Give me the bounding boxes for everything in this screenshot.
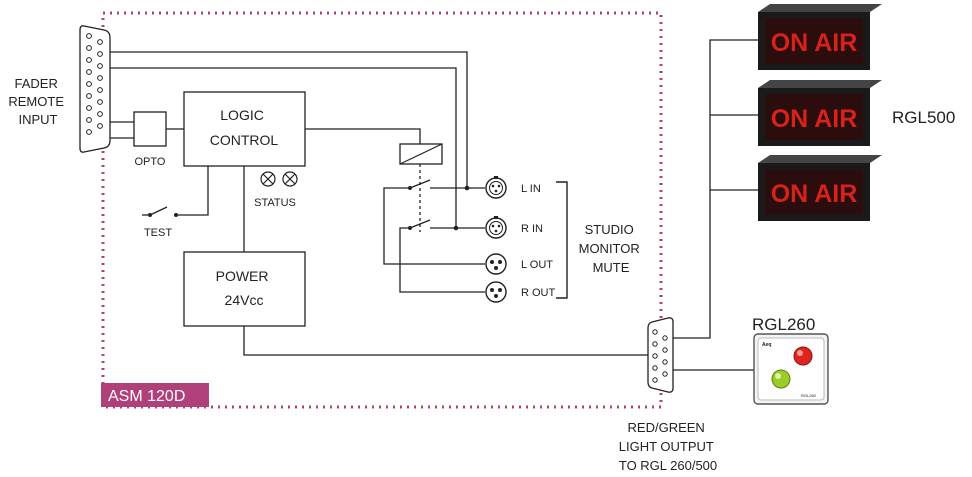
opto-box	[133, 111, 167, 147]
device-boundary	[101, 11, 663, 409]
panel-model: RGL260	[801, 393, 817, 398]
logic-control-label: LOGIC CONTROL	[210, 107, 279, 148]
r-out-label: R OUT	[521, 287, 556, 299]
wiring	[110, 39, 758, 371]
on-air-sign-1: ON AIR	[758, 4, 882, 70]
panel-brand: Aeq	[762, 342, 771, 348]
l-in-label: L IN	[521, 183, 541, 195]
logic-control-box	[183, 91, 306, 167]
fader-remote-input-label: FADER REMOTE INPUT	[8, 76, 67, 127]
l-out-label: L OUT	[521, 259, 553, 271]
on-air-text-3: ON AIR	[771, 180, 858, 208]
xlr-l-out	[485, 253, 507, 275]
power-box	[183, 251, 306, 327]
on-air-text-2: ON AIR	[771, 105, 858, 133]
on-air-sign-2: ON AIR	[758, 80, 882, 146]
studio-monitor-mute-label: STUDIO MONITOR MUTE	[579, 222, 644, 275]
xlr-r-in	[485, 216, 507, 239]
light-output-label: RED/GREEN LIGHT OUTPUT TO RGL 260/500	[619, 420, 718, 473]
monitor-bracket	[556, 181, 568, 299]
device-name: ASM 120D	[108, 388, 185, 405]
rgl500-label: RGL500	[892, 108, 955, 127]
power-label: POWER 24Vcc	[216, 268, 273, 308]
rgl260-panel: Aeq RGL260	[753, 333, 829, 405]
xlr-l-in	[485, 176, 507, 199]
light-output-connector	[647, 317, 674, 393]
xlr-r-out	[485, 281, 507, 303]
fader-remote-connector	[79, 25, 111, 153]
r-in-label: R IN	[521, 223, 543, 235]
test-switch	[149, 206, 168, 216]
test-label: TEST	[144, 227, 172, 239]
on-air-text-1: ON AIR	[771, 29, 858, 57]
junctions	[408, 185, 470, 231]
status-lamps	[260, 171, 298, 187]
status-label: STATUS	[254, 197, 296, 209]
rgl260-label: RGL260	[752, 315, 815, 334]
opto-label: OPTO	[135, 156, 166, 168]
relay-switches	[409, 179, 431, 229]
device-badge	[101, 383, 209, 407]
on-air-sign-3: ON AIR	[758, 155, 882, 221]
